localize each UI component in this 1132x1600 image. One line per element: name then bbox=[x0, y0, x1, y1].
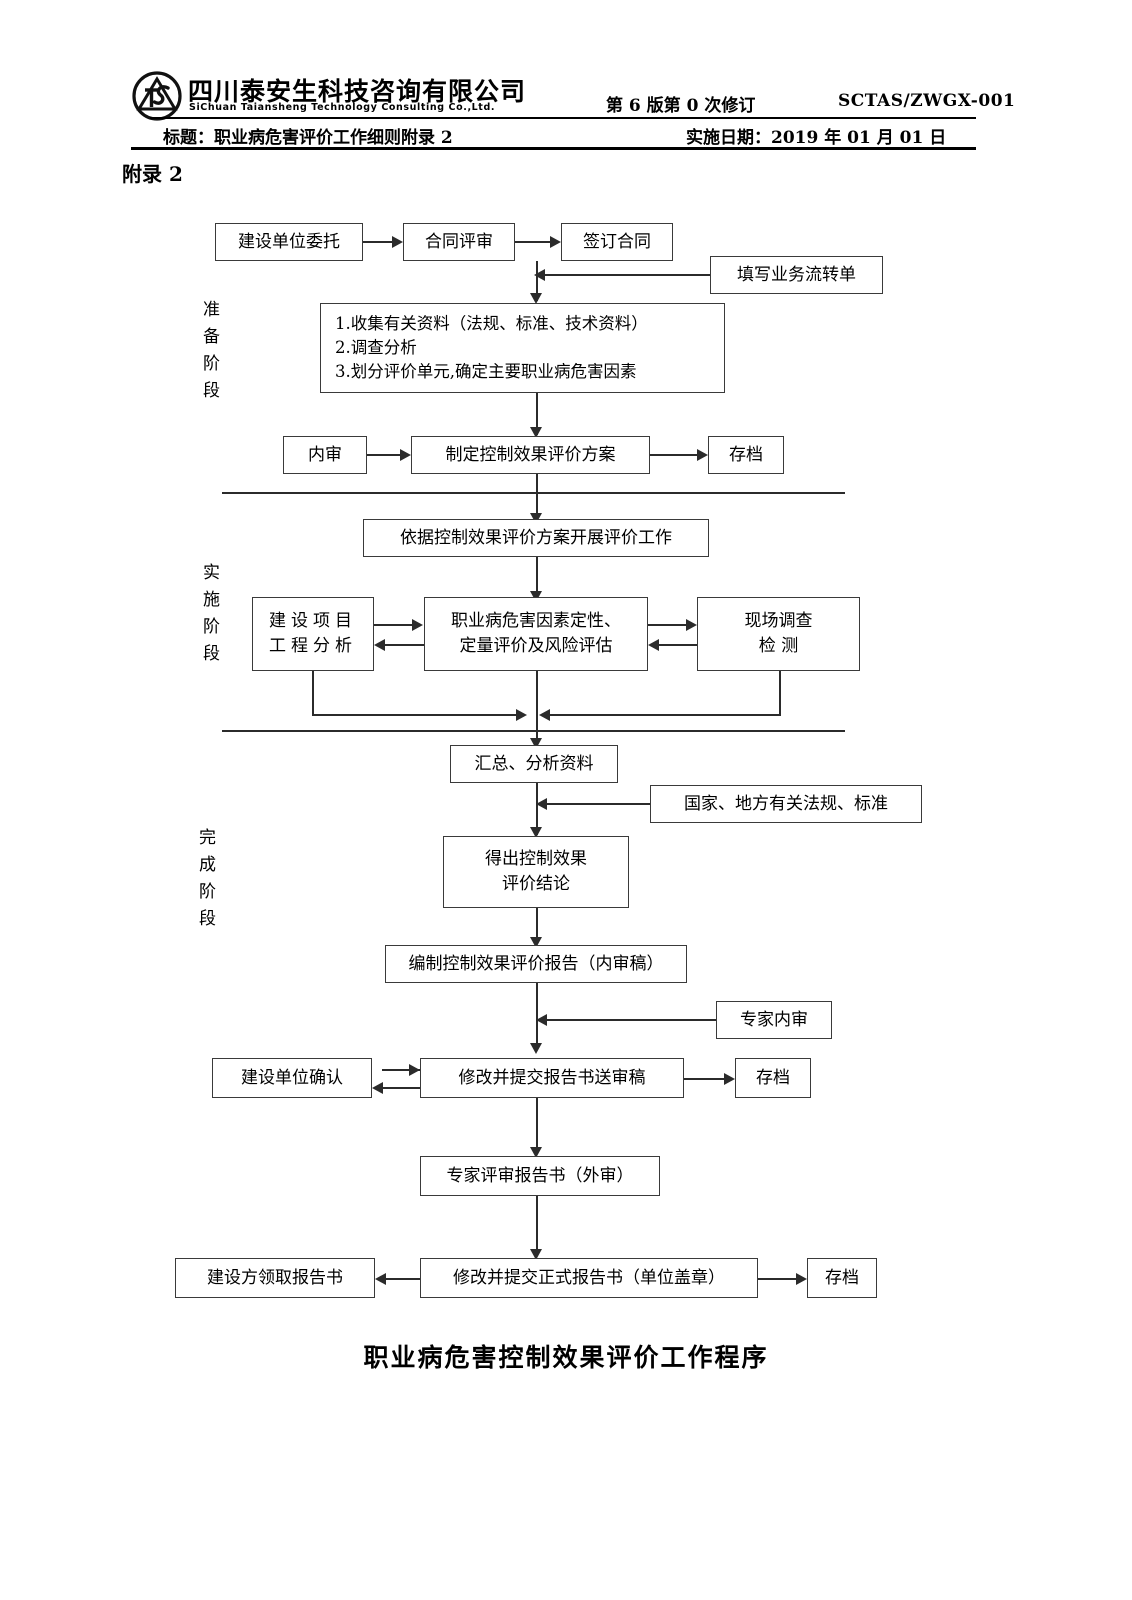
node-revise-submit-review-draft: 修改并提交报告书送审稿 bbox=[420, 1058, 684, 1098]
arrowhead-right-n11 bbox=[412, 619, 423, 631]
connector-n23-to-n22 bbox=[385, 1278, 420, 1280]
arrowhead-right-n20 bbox=[724, 1073, 735, 1085]
arrowhead-down-n16 bbox=[530, 937, 542, 948]
phase-label-implementation: 实施阶段 bbox=[199, 563, 219, 671]
phase-label-completion: 完成阶段 bbox=[195, 828, 215, 936]
company-name-en: SiChuan Taiansheng Technology Consulting… bbox=[189, 102, 496, 113]
arrowhead-right-n03 bbox=[550, 236, 561, 248]
arrowhead-right-merge-left bbox=[516, 709, 527, 721]
connector-n07-n09 bbox=[536, 474, 538, 522]
node-archive-1: 存档 bbox=[708, 436, 784, 474]
phase-divider-2 bbox=[222, 730, 845, 732]
connector-n06-n07 bbox=[367, 454, 403, 456]
connector-n18-to-n19 bbox=[382, 1069, 420, 1071]
company-logo-icon bbox=[131, 71, 183, 121]
arrowhead-right-n07-side bbox=[400, 449, 411, 461]
header-divider-bottom bbox=[131, 147, 976, 150]
arrowhead-right-n24 bbox=[796, 1273, 807, 1285]
connector-n01-n02 bbox=[363, 241, 395, 243]
node-fill-business-form: 填写业务流转单 bbox=[710, 256, 883, 294]
node-national-local-regulations: 国家、地方有关法规、标准 bbox=[650, 785, 922, 823]
arrowhead-left-main-n14 bbox=[536, 798, 547, 810]
arrowhead-left-n22 bbox=[375, 1273, 386, 1285]
arrowhead-down-n11 bbox=[530, 591, 542, 602]
node-assessment-conclusion: 得出控制效果 评价结论 bbox=[443, 836, 629, 908]
node-site-survey-detection: 现场调查 检 测 bbox=[697, 597, 860, 671]
node-archive-2: 存档 bbox=[735, 1058, 811, 1098]
arrowhead-left-n10 bbox=[374, 639, 385, 651]
connector-n11-to-n12 bbox=[648, 624, 688, 626]
arrowhead-right-n12 bbox=[686, 619, 697, 631]
node-summarize-analyze-data: 汇总、分析资料 bbox=[450, 745, 618, 783]
node-archive-3: 存档 bbox=[807, 1258, 877, 1298]
node-carry-out-assessment: 依据控制效果评价方案开展评价工作 bbox=[363, 519, 709, 557]
connector-n09-n11 bbox=[536, 557, 538, 599]
connector-n10-down bbox=[312, 671, 314, 716]
connector-n17-to-main bbox=[546, 1019, 716, 1021]
document-title: 标题：职业病危害评价工作细则附录 2 bbox=[163, 128, 453, 148]
connector-n14-to-main bbox=[546, 803, 650, 805]
appendix-label: 附录 2 bbox=[122, 162, 183, 186]
connector-n12-down bbox=[779, 671, 781, 716]
arrowhead-left-merge-right bbox=[539, 709, 550, 721]
document-code: SCTAS/ZWGX-001 bbox=[838, 91, 1016, 111]
node-expert-internal-review: 专家内审 bbox=[716, 1001, 832, 1039]
connector-n10-to-n11 bbox=[374, 624, 414, 626]
node-draft-report-internal: 编制控制效果评价报告（内审稿） bbox=[385, 945, 687, 983]
connector-merge-n13 bbox=[536, 723, 538, 745]
connector-n19-to-n18 bbox=[382, 1087, 420, 1089]
node-contract-review: 合同评审 bbox=[403, 223, 515, 261]
connector-n11-down bbox=[536, 671, 538, 723]
node-revise-submit-final-report: 修改并提交正式报告书（单位盖章） bbox=[420, 1258, 758, 1298]
node-owner-confirmation: 建设单位确认 bbox=[212, 1058, 372, 1098]
node-owner-collect-report: 建设方领取报告书 bbox=[175, 1258, 375, 1298]
header-divider-top bbox=[150, 117, 976, 119]
phase-label-preparation: 准备阶段 bbox=[199, 300, 219, 408]
connector-n19-n20 bbox=[684, 1078, 728, 1080]
revision-label: 第 6 版第 0 次修订 bbox=[606, 96, 756, 116]
connector-n19-n21 bbox=[536, 1098, 538, 1154]
node-internal-review: 内审 bbox=[283, 436, 367, 474]
node-construction-entrust: 建设单位委托 bbox=[215, 223, 363, 261]
effective-date: 实施日期：2019 年 01 月 01 日 bbox=[686, 128, 947, 148]
arrowhead-right-n08 bbox=[697, 449, 708, 461]
connector-n02-n03 bbox=[515, 241, 553, 243]
connector-n05-n07 bbox=[536, 393, 538, 435]
arrowhead-left-n11 bbox=[648, 639, 659, 651]
arrowhead-right-n02 bbox=[392, 236, 403, 248]
connector-n12-to-n11 bbox=[658, 644, 697, 646]
arrowhead-down-n15 bbox=[530, 827, 542, 838]
arrowhead-down-n21 bbox=[530, 1147, 542, 1158]
arrowhead-down-n13 bbox=[530, 738, 542, 749]
node-project-engineering-analysis: 建设项目 工程分析 bbox=[252, 597, 374, 671]
node-formulate-assessment-plan: 制定控制效果评价方案 bbox=[411, 436, 650, 474]
connector-n07-n08 bbox=[650, 454, 700, 456]
arrowhead-down-n23 bbox=[530, 1249, 542, 1260]
node-expert-external-review: 专家评审报告书（外审） bbox=[420, 1156, 660, 1196]
node-preparation-tasks: 1.收集有关资料（法规、标准、技术资料） 2.调查分析 3.划分评价单元,确定主… bbox=[320, 303, 725, 393]
arrowhead-left-main-n17 bbox=[536, 1014, 547, 1026]
phase-divider-1 bbox=[222, 492, 845, 494]
arrowhead-down-n05 bbox=[530, 293, 542, 304]
connector-n15-n16 bbox=[536, 908, 538, 944]
connector-n11-to-n10 bbox=[384, 644, 424, 646]
connector-n12-merge bbox=[548, 714, 781, 716]
arrowhead-right-n19-side bbox=[409, 1064, 420, 1076]
arrowhead-down-n19 bbox=[530, 1043, 542, 1054]
connector-n03-n05 bbox=[536, 261, 538, 301]
connector-n21-n23 bbox=[536, 1196, 538, 1256]
arrowhead-left-n18 bbox=[372, 1082, 383, 1094]
connector-n23-n24 bbox=[758, 1278, 800, 1280]
node-sign-contract: 签订合同 bbox=[561, 223, 673, 261]
connector-n04-to-main bbox=[544, 274, 710, 276]
flowchart-caption: 职业病危害控制效果评价工作程序 bbox=[363, 1343, 769, 1372]
arrowhead-down-n07 bbox=[530, 427, 542, 438]
node-qualitative-quantitative-assessment: 职业病危害因素定性、 定量评价及风险评估 bbox=[424, 597, 648, 671]
company-name-cn: 四川泰安生科技咨询有限公司 bbox=[188, 77, 527, 106]
arrowhead-left-main-merge bbox=[534, 269, 545, 281]
arrowhead-down-n09 bbox=[530, 513, 542, 524]
connector-n10-merge bbox=[312, 714, 524, 716]
